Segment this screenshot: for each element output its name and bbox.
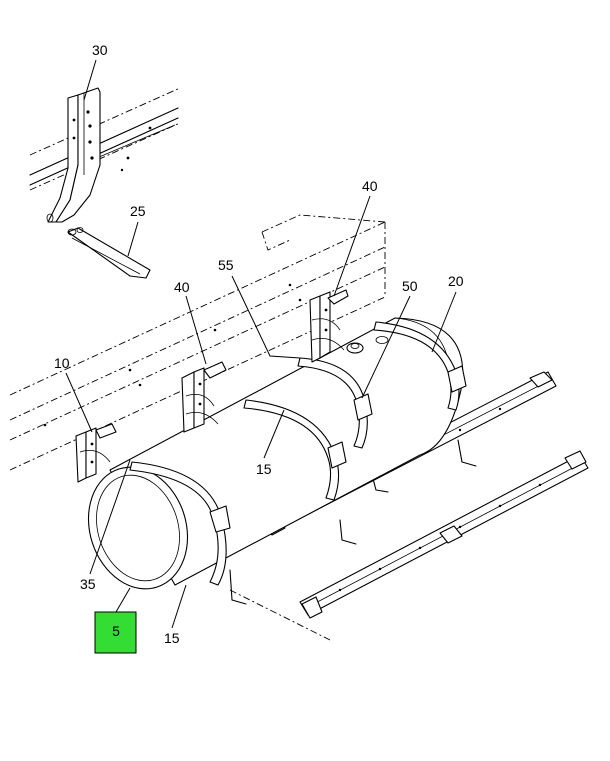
callout-10: 10 [54,355,70,371]
tank-strap-15-mid [243,399,347,501]
tank-strap-50 [297,357,373,449]
callout-55: 55 [218,257,234,273]
leader-lines [65,59,457,629]
callout-5: 5 [112,623,120,639]
fuel-tank-20 [87,317,464,590]
callout-15-mid: 15 [256,461,272,477]
callout-40-rear: 40 [362,178,378,194]
callout-40-front: 40 [174,279,190,295]
callout-50: 50 [402,278,418,294]
bracket-40-front [181,361,227,433]
tank-strap-15-front [129,461,231,586]
callout-20: 20 [448,273,464,289]
strap-25 [67,227,151,279]
bracket-30 [46,87,101,223]
bracket-10 [75,423,117,483]
callouts: 30 25 40 55 40 50 20 10 15 35 15 [54,42,464,646]
callout-30: 30 [92,42,108,58]
callout-15-front: 15 [164,630,180,646]
frame-fragment-upper [29,87,181,191]
part-5-highlight-box[interactable] [94,611,137,654]
tank-strap-20-rear [373,321,467,411]
cross-member-lower [299,450,589,619]
highlighted-part-5[interactable]: 5 [94,611,137,654]
bracket-40-rear [309,289,349,363]
callout-35: 35 [80,576,96,592]
callout-25: 25 [130,203,146,219]
